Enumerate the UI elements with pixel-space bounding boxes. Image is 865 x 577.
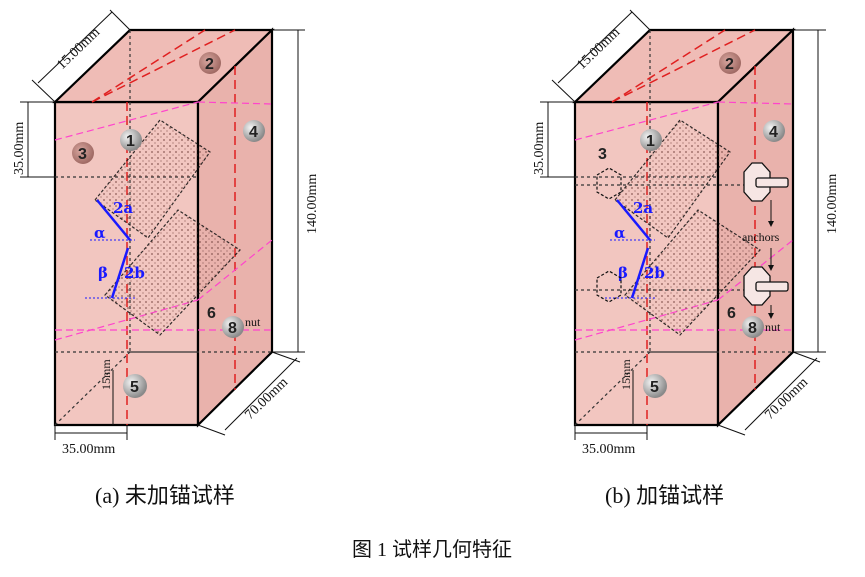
dim-small: 15mm <box>619 359 633 390</box>
dim-bottom: 35.00mm <box>62 442 115 457</box>
point-8-label: 8 <box>748 320 757 337</box>
caption-b: (b) 加锚试样 <box>605 483 724 508</box>
point-6-label: 6 <box>207 305 216 322</box>
point-6-label: 6 <box>727 305 736 322</box>
nut-label: nut <box>245 315 261 329</box>
panel-b: 2a 2b α β anchors 1 2 3 4 5 6 8 nut <box>532 9 840 457</box>
point-1-label: 1 <box>126 133 135 150</box>
point-2-label: 2 <box>725 56 734 73</box>
point-5-marker <box>123 374 147 398</box>
label-alpha: α <box>94 224 106 242</box>
anchor-nut-upper-icon <box>596 167 622 200</box>
point-5-label: 5 <box>650 379 659 396</box>
nut-label: nut <box>765 320 781 334</box>
point-4-label: 4 <box>769 124 778 141</box>
point-1-marker <box>640 129 662 151</box>
dim-height: 140.00mm <box>305 174 320 234</box>
figure-caption: 图 1 试样几何特征 <box>352 538 512 561</box>
point-3-marker <box>72 142 94 164</box>
dim-bottom: 35.00mm <box>582 442 635 457</box>
label-beta: β <box>618 264 628 282</box>
dim-depth: 70.00mm <box>762 375 811 423</box>
point-5-marker <box>643 374 667 398</box>
point-3-label: 3 <box>598 146 607 163</box>
dim-height: 140.00mm <box>825 174 840 234</box>
point-2-marker <box>199 52 221 74</box>
point-2-marker <box>719 52 741 74</box>
point-4-marker <box>243 120 265 142</box>
point-1-marker <box>120 129 142 151</box>
label-beta: β <box>98 264 108 282</box>
point-2-label: 2 <box>205 56 214 73</box>
dim-left: 35.00mm <box>12 122 27 175</box>
point-5-label: 5 <box>130 379 139 396</box>
point-8-marker <box>742 316 764 338</box>
label-2b: 2b <box>644 264 665 282</box>
point-1-label: 1 <box>646 133 655 150</box>
label-2b: 2b <box>124 264 145 282</box>
label-2a: 2a <box>113 199 133 217</box>
point-3-label: 3 <box>78 146 87 163</box>
point-8-label: 8 <box>228 320 237 337</box>
caption-a: (a) 未加锚试样 <box>95 483 235 508</box>
dim-left: 35.00mm <box>532 122 547 175</box>
label-2a: 2a <box>633 199 653 217</box>
point-8-marker <box>222 316 244 338</box>
point-4-label: 4 <box>249 124 258 141</box>
dim-depth: 70.00mm <box>242 375 291 423</box>
point-4-marker <box>763 120 785 142</box>
dim-small: 15mm <box>99 359 113 390</box>
panel-a: 2a 2b α β 1 2 3 4 5 6 8 nut <box>12 9 320 457</box>
anchor-nut-lower-icon <box>596 270 622 303</box>
anchors-label: anchors <box>742 230 780 244</box>
label-alpha: α <box>614 224 626 242</box>
